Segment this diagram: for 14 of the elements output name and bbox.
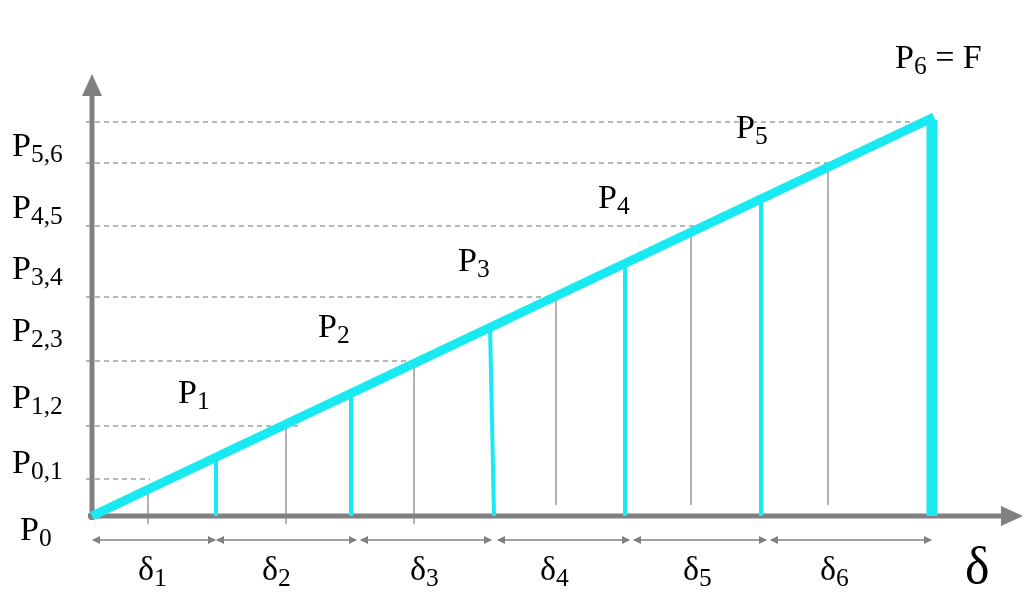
point-label: P$_{5}$ <box>736 110 768 144</box>
increment-label: δ$_{2}$ <box>262 552 291 586</box>
point-label: P$_{6}$ = F <box>895 40 982 74</box>
increment-label: δ$_{1}$ <box>138 552 167 586</box>
point-label: P$_{4}$ <box>598 180 630 214</box>
point-label: P$_{2}$ <box>318 309 350 343</box>
point-label: P$_{1}$ <box>178 375 210 409</box>
increment-label: δ$_{4}$ <box>540 552 569 586</box>
point-label: P$_{0}$ <box>20 512 52 546</box>
point-label: P$_{3}$ <box>458 243 490 277</box>
increment-label: δ$_{3}$ <box>410 552 439 586</box>
axis-label: δ <box>965 540 990 592</box>
increment-label: δ$_{5}$ <box>683 552 712 586</box>
increment-label: δ$_{6}$ <box>820 552 849 586</box>
